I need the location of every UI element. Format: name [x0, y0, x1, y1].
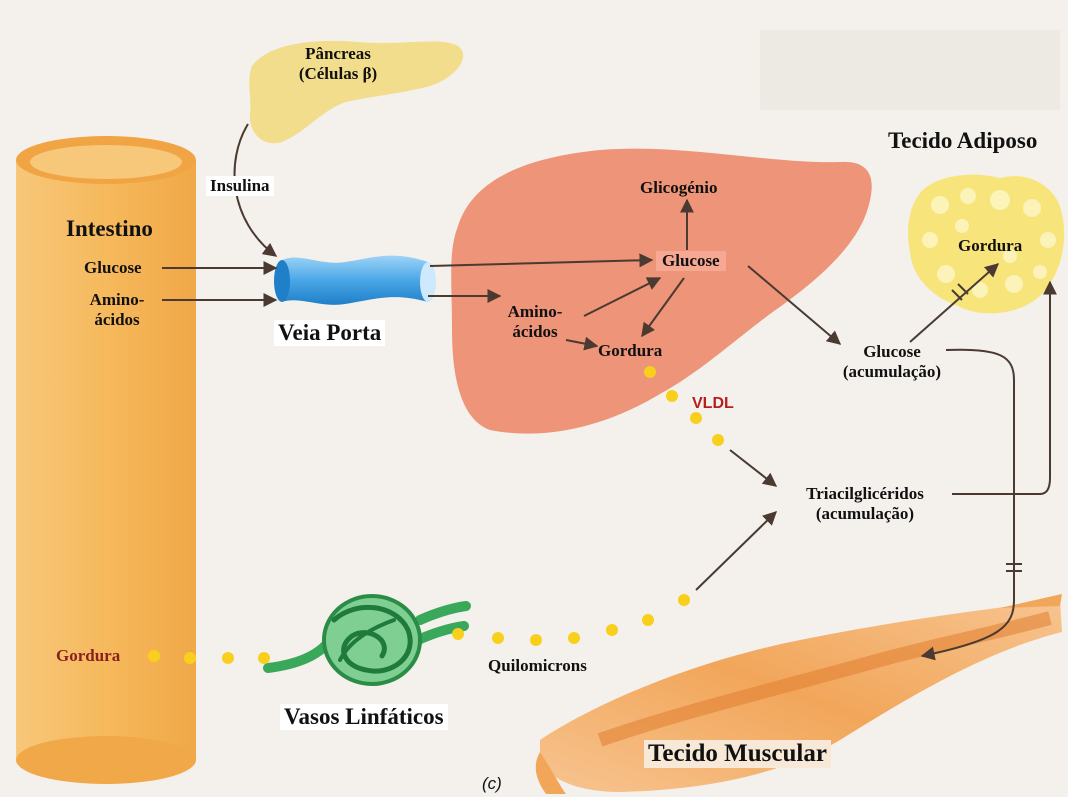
figure-caption: (c)	[482, 774, 502, 794]
fat-particle-dot	[492, 632, 504, 644]
fat-particle-dot	[642, 614, 654, 626]
triglyceride-storage-line1: Triacilglicéridos	[780, 484, 950, 504]
intestine-title: Intestino	[66, 216, 153, 242]
vldl-label: VLDL	[692, 394, 734, 414]
lymph-vessels-title: Vasos Linfáticos	[280, 704, 448, 730]
muscle-title: Tecido Muscular	[644, 740, 831, 768]
fat-particle-dot	[606, 624, 618, 636]
intestine-amino-label: Amino- ácidos	[84, 290, 150, 330]
fat-particle-dot	[148, 650, 160, 662]
glucose-storage-line1: Glucose	[836, 342, 948, 362]
portal-vein-end	[274, 260, 290, 302]
liver-amino-line1: Amino-	[500, 302, 570, 322]
pancreas-name: Pâncreas	[278, 44, 398, 64]
adipose-fat-label: Gordura	[958, 236, 1022, 256]
portal-vein	[282, 256, 428, 305]
triglyceride-storage-line2: (acumulação)	[780, 504, 950, 524]
adipose-title: Tecido Adiposo	[888, 128, 1037, 154]
fat-particle-dot	[452, 628, 464, 640]
background-ghost	[760, 30, 1060, 110]
glycogen-label: Glicogénio	[640, 178, 717, 198]
portal-vein-label: Veia Porta	[274, 320, 385, 346]
chylomicrons-label: Quilomicrons	[488, 656, 587, 676]
fat-particle-dot	[644, 366, 656, 378]
fat-particle-dot	[222, 652, 234, 664]
intestine-amino-line1: Amino-	[84, 290, 150, 310]
liver-glucose-label: Glucose	[656, 251, 726, 271]
fat-particle-dot	[530, 634, 542, 646]
pancreas-label: Pâncreas (Células β)	[278, 44, 398, 84]
fat-particle-dot	[568, 632, 580, 644]
glucose-storage-line2: (acumulação)	[836, 362, 948, 382]
fat-particle-dot	[258, 652, 270, 664]
fat-particle-dot	[666, 390, 678, 402]
intestine-amino-line2: ácidos	[84, 310, 150, 330]
fat-particle-dot	[184, 652, 196, 664]
insulin-label: Insulina	[206, 176, 274, 196]
fat-particle-dot	[712, 434, 724, 446]
fat-particle-dot	[678, 594, 690, 606]
liver-fat-label: Gordura	[598, 341, 662, 361]
intestine-glucose-label: Glucose	[84, 258, 142, 278]
glucose-storage-label: Glucose (acumulação)	[836, 342, 948, 382]
pancreas-cells: (Células β)	[278, 64, 398, 84]
intestine-fat-label: Gordura	[56, 646, 120, 666]
liver-amino-label: Amino- ácidos	[500, 302, 570, 342]
triglyceride-storage-label: Triacilglicéridos (acumulação)	[780, 484, 950, 524]
liver-amino-line2: ácidos	[500, 322, 570, 342]
